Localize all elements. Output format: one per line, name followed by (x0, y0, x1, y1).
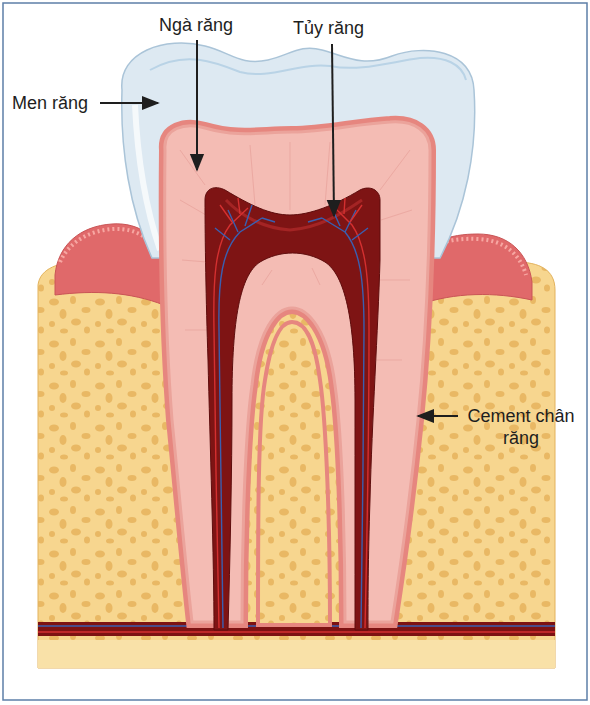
pulp (205, 188, 380, 630)
jaw-bone (38, 262, 555, 668)
artery (38, 631, 555, 633)
pulp-vessels (214, 198, 369, 628)
leader-arrow (418, 415, 458, 417)
part-label: Cement chân răng (462, 405, 580, 449)
leader-arrow (332, 44, 334, 216)
enamel-highlight (135, 105, 160, 250)
interradicular-bone (258, 322, 330, 625)
part-label: Tủy răng (293, 17, 364, 39)
frame (3, 3, 587, 700)
part-label: Ngà răng (159, 14, 233, 36)
bone-base (38, 640, 555, 668)
leader-arrow (196, 40, 198, 170)
leader-arrow (100, 102, 158, 104)
part-label: Men răng (12, 92, 88, 114)
